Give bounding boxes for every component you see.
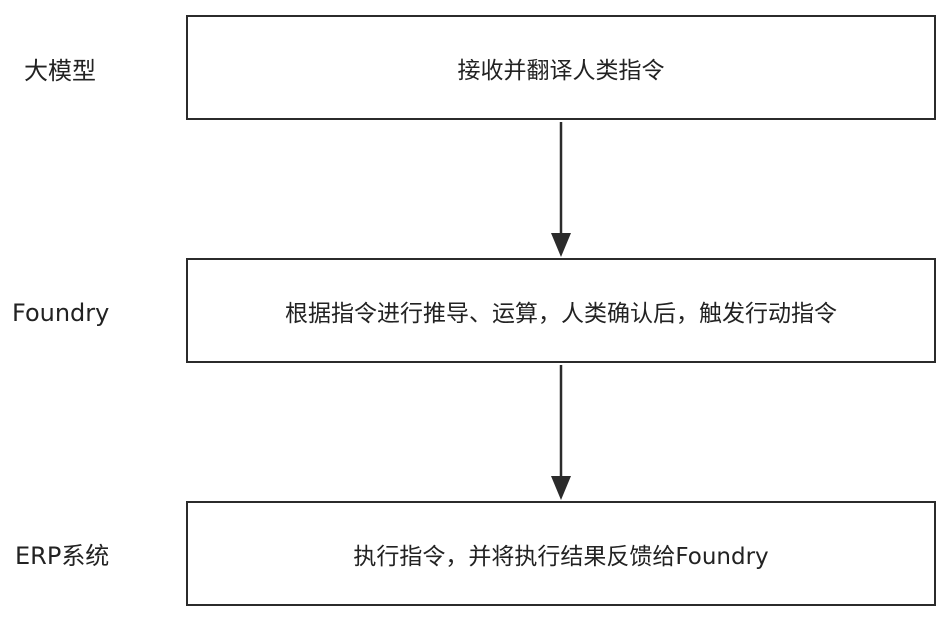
box-foundry: 根据指令进行推导、运算，人类确认后，触发行动指令 (186, 258, 936, 363)
row-label-erp: ERP系统 (15, 542, 110, 570)
box-llm: 接收并翻译人类指令 (186, 15, 936, 120)
box-llm-text: 接收并翻译人类指令 (457, 57, 665, 84)
arrow-llm-to-foundry-head (551, 233, 571, 257)
arrow-foundry-to-erp-head (551, 476, 571, 500)
box-foundry-text: 根据指令进行推导、运算，人类确认后，触发行动指令 (285, 300, 837, 327)
row-label-llm: 大模型 (24, 57, 96, 85)
box-erp-text: 执行指令，并将执行结果反馈给Foundry (353, 543, 769, 570)
row-label-foundry: Foundry (12, 299, 110, 327)
box-erp: 执行指令，并将执行结果反馈给Foundry (186, 501, 936, 606)
